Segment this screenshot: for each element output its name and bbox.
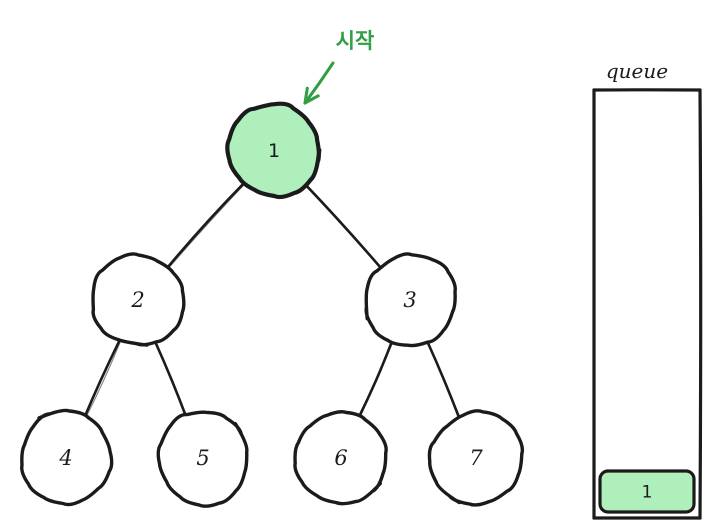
tree-edge-1-2 — [166, 182, 246, 269]
node-label: 7 — [469, 446, 483, 470]
tree-edge-1-3 — [302, 182, 383, 269]
tree-node-7[interactable]: 7 — [427, 409, 525, 507]
node-circle — [427, 409, 525, 507]
node-circle — [364, 252, 457, 348]
start-annotation: 시작 — [303, 29, 375, 105]
tree-node-4[interactable]: 4 — [20, 408, 114, 507]
node-circle — [91, 252, 186, 347]
tree-node-2[interactable]: 2 — [91, 252, 186, 347]
tree-edge-3-7 — [426, 340, 461, 419]
node-label: 5 — [196, 446, 209, 470]
node-circle — [225, 101, 322, 200]
node-label: 2 — [130, 288, 144, 312]
start-arrow-shaft — [303, 61, 335, 105]
node-label: 6 — [334, 446, 347, 470]
tree-edge-2-5 — [153, 340, 188, 419]
queue-panel: queue 1 — [591, 59, 703, 520]
tree-edge-3-6 — [357, 339, 394, 419]
start-arrow-head-1 — [303, 86, 309, 105]
node-circle — [20, 408, 114, 507]
node-circle — [156, 410, 249, 508]
tree-nodes: 1 2 3 4 5 6 7 — [20, 101, 525, 508]
queue-box-right — [698, 88, 703, 520]
node-circle — [293, 410, 388, 506]
tree-node-5[interactable]: 5 — [156, 410, 249, 508]
queue-cell[interactable]: 1 — [598, 469, 696, 514]
node-label: 3 — [403, 288, 416, 312]
tree-edge-2-4 — [82, 339, 121, 420]
start-arrow-head-2 — [303, 94, 320, 105]
tree-node-1[interactable]: 1 — [225, 101, 322, 200]
queue-cell-box — [598, 469, 696, 514]
start-label: 시작 — [336, 29, 375, 53]
tree-node-3[interactable]: 3 — [364, 252, 457, 348]
queue-title: queue — [606, 59, 668, 83]
node-label: 1 — [268, 140, 280, 162]
tree-edges — [82, 182, 461, 420]
node-label: 4 — [58, 446, 72, 470]
queue-cell-label: 1 — [642, 483, 653, 503]
tree-node-6[interactable]: 6 — [293, 410, 388, 506]
